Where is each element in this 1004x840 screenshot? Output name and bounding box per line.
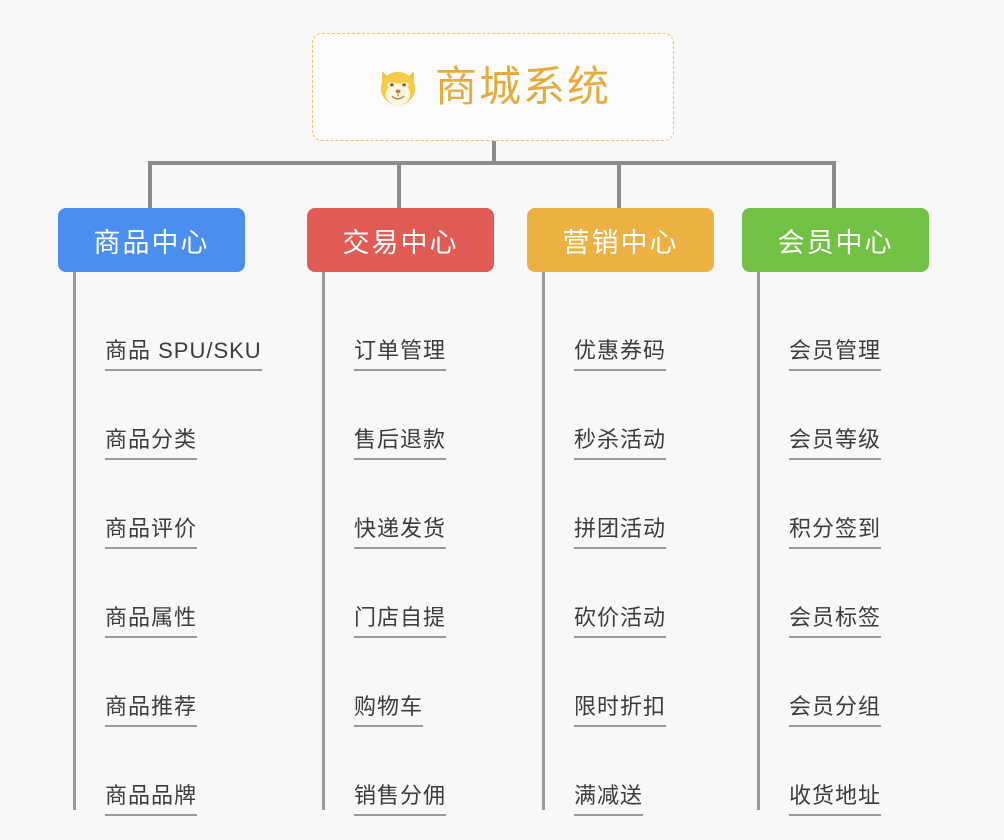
leaf-item[interactable]: 会员管理 xyxy=(742,282,962,371)
leaf-label: 商品品牌 xyxy=(105,783,198,816)
branch-body-3: 优惠券码 秒杀活动 拼团活动 砍价活动 限时折扣 满减送 xyxy=(527,272,747,816)
leaf-item[interactable]: 销售分佣 xyxy=(307,727,527,816)
leaf-item[interactable]: 积分签到 xyxy=(742,460,962,549)
leaf-label: 商品评价 xyxy=(105,516,198,549)
leaf-item[interactable]: 购物车 xyxy=(307,638,527,727)
leaf-item[interactable]: 商品评价 xyxy=(58,460,278,549)
branch-trunk-2 xyxy=(322,272,325,810)
leaf-label: 商品 SPU/SKU xyxy=(105,338,262,371)
leaf-label: 收货地址 xyxy=(789,783,882,816)
branch-column-4: 会员中心 会员管理 会员等级 积分签到 会员标签 会员分组 收货地址 xyxy=(742,208,962,816)
branch-trunk-3 xyxy=(542,272,545,810)
leaf-item[interactable]: 商品属性 xyxy=(58,549,278,638)
leaf-label: 购物车 xyxy=(354,694,424,727)
leaf-label: 会员管理 xyxy=(789,338,882,371)
leaf-item[interactable]: 门店自提 xyxy=(307,549,527,638)
leaf-label: 拼团活动 xyxy=(574,516,667,549)
leaf-label: 快递发货 xyxy=(354,516,447,549)
connector-drop-3 xyxy=(617,161,621,209)
leaf-item[interactable]: 会员标签 xyxy=(742,549,962,638)
branch-column-2: 交易中心 订单管理 售后退款 快递发货 门店自提 购物车 销售分佣 xyxy=(307,208,527,816)
leaf-item[interactable]: 砍价活动 xyxy=(527,549,747,638)
leaf-label: 商品推荐 xyxy=(105,694,198,727)
leaf-item[interactable]: 商品推荐 xyxy=(58,638,278,727)
leaf-label: 销售分佣 xyxy=(354,783,447,816)
connector-drop-4 xyxy=(832,161,836,209)
branch-body-4: 会员管理 会员等级 积分签到 会员标签 会员分组 收货地址 xyxy=(742,272,962,816)
branch-header-4[interactable]: 会员中心 xyxy=(742,208,929,272)
leaf-item[interactable]: 会员分组 xyxy=(742,638,962,727)
leaf-item[interactable]: 收货地址 xyxy=(742,727,962,816)
root-node[interactable]: 商城系统 xyxy=(312,33,674,141)
connector-drop-1 xyxy=(148,161,152,209)
connector-drop-2 xyxy=(397,161,401,209)
leaf-label: 限时折扣 xyxy=(574,694,667,727)
leaf-label: 秒杀活动 xyxy=(574,427,667,460)
leaf-item[interactable]: 会员等级 xyxy=(742,371,962,460)
leaf-item[interactable]: 商品 SPU/SKU xyxy=(58,282,278,371)
leaf-item[interactable]: 商品分类 xyxy=(58,371,278,460)
connector-stem xyxy=(492,141,496,164)
root-title: 商城系统 xyxy=(434,63,611,110)
branch-header-1[interactable]: 商品中心 xyxy=(58,208,245,272)
leaf-item[interactable]: 秒杀活动 xyxy=(527,371,747,460)
leaf-label: 会员标签 xyxy=(789,605,882,638)
branch-header-label-2: 交易中心 xyxy=(342,227,459,258)
branch-column-1: 商品中心 商品 SPU/SKU 商品分类 商品评价 商品属性 商品推荐 商品品牌 xyxy=(58,208,278,816)
leaf-item[interactable]: 售后退款 xyxy=(307,371,527,460)
branch-body-1: 商品 SPU/SKU 商品分类 商品评价 商品属性 商品推荐 商品品牌 xyxy=(58,272,278,816)
leaf-label: 会员等级 xyxy=(789,427,882,460)
leaf-item[interactable]: 限时折扣 xyxy=(527,638,747,727)
branch-header-label-3: 营销中心 xyxy=(562,227,679,258)
leaf-item[interactable]: 商品品牌 xyxy=(58,727,278,816)
leaf-label: 积分签到 xyxy=(789,516,882,549)
leaf-label: 订单管理 xyxy=(354,338,447,371)
leaf-label: 优惠券码 xyxy=(574,338,667,371)
branch-body-2: 订单管理 售后退款 快递发货 门店自提 购物车 销售分佣 xyxy=(307,272,527,816)
branch-trunk-1 xyxy=(73,272,76,810)
shiba-dog-face-icon xyxy=(375,64,421,110)
leaf-label: 商品分类 xyxy=(105,427,198,460)
branch-header-label-4: 会员中心 xyxy=(777,227,894,258)
branch-column-3: 营销中心 优惠券码 秒杀活动 拼团活动 砍价活动 限时折扣 满减送 xyxy=(527,208,747,816)
leaf-item[interactable]: 优惠券码 xyxy=(527,282,747,371)
leaf-label: 售后退款 xyxy=(354,427,447,460)
leaf-item[interactable]: 满减送 xyxy=(527,727,747,816)
connector-bus xyxy=(148,161,836,165)
leaf-label: 门店自提 xyxy=(354,605,447,638)
leaf-item[interactable]: 订单管理 xyxy=(307,282,527,371)
leaf-label: 满减送 xyxy=(574,783,644,816)
leaf-label: 砍价活动 xyxy=(574,605,667,638)
leaf-item[interactable]: 拼团活动 xyxy=(527,460,747,549)
leaf-item[interactable]: 快递发货 xyxy=(307,460,527,549)
branch-trunk-4 xyxy=(757,272,760,810)
leaf-label: 商品属性 xyxy=(105,605,198,638)
branch-header-2[interactable]: 交易中心 xyxy=(307,208,494,272)
branch-header-3[interactable]: 营销中心 xyxy=(527,208,714,272)
leaf-label: 会员分组 xyxy=(789,694,882,727)
branch-header-label-1: 商品中心 xyxy=(93,227,210,258)
